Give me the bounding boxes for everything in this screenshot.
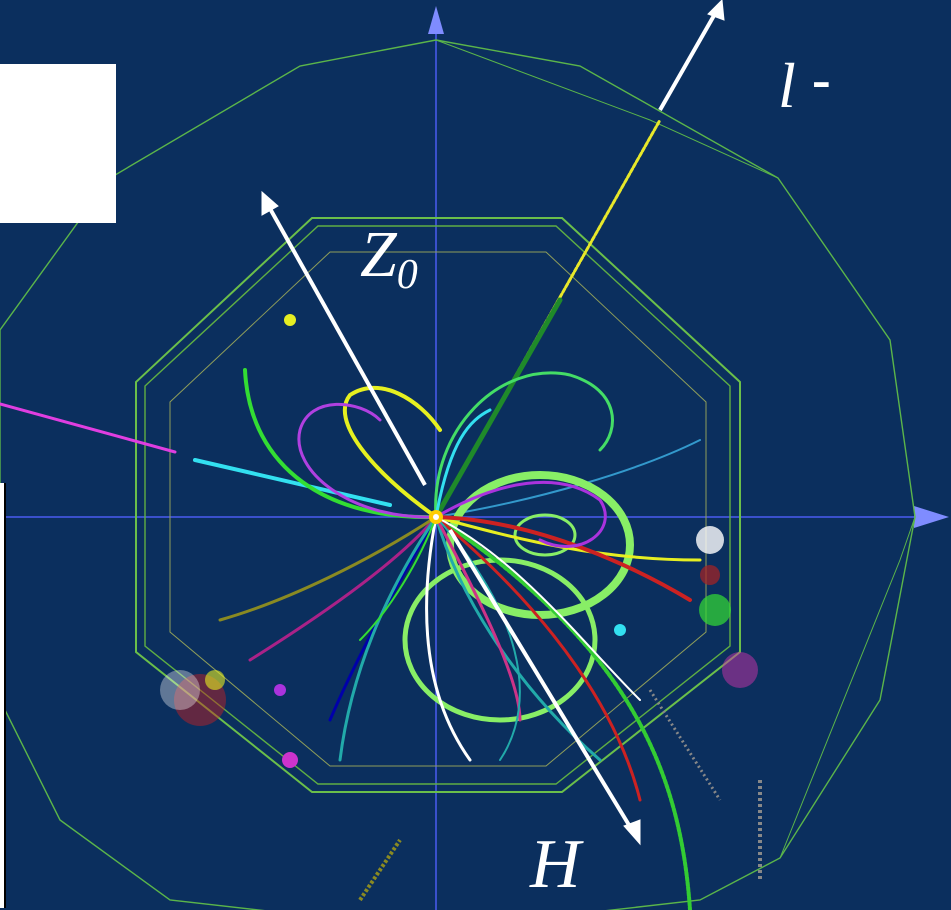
z-boson-label: Z0 <box>360 222 418 298</box>
z-boson-arrow <box>266 204 427 486</box>
higgs-arrow-head-icon <box>623 819 641 846</box>
lepton-charge-label: - <box>812 49 831 111</box>
hit-clusters <box>160 314 762 902</box>
particle-tracks <box>0 118 702 910</box>
outer-detector-boundary <box>0 39 916 910</box>
inset-panel <box>0 64 116 223</box>
lepton-label: l <box>778 54 796 118</box>
lepton-arrow-head-icon <box>707 0 725 21</box>
y-axis-arrow-icon <box>428 6 444 34</box>
left-frame-edge <box>0 483 6 908</box>
lepton-symbol: l <box>778 50 796 121</box>
higgs-arrow <box>448 528 634 832</box>
z-arrow-head-icon <box>261 190 279 216</box>
higgs-label: H <box>530 826 581 903</box>
momentum-arrows <box>261 0 725 846</box>
lepton-arrow <box>658 11 718 111</box>
z-symbol: Z <box>360 218 397 291</box>
axes <box>0 6 949 910</box>
x-axis-arrow-icon <box>914 506 949 528</box>
inner-detector <box>135 217 741 793</box>
z-subscript: 0 <box>396 252 418 298</box>
